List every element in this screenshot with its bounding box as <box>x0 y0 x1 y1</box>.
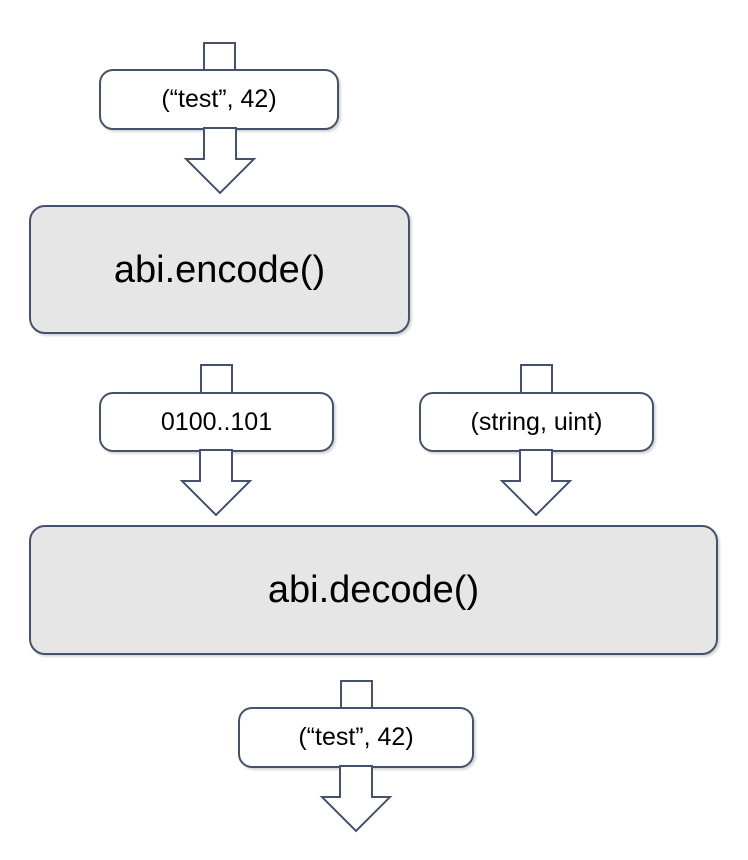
node-type-signature-label: (string, uint) <box>470 407 603 436</box>
connector-into-output-tuple <box>340 680 373 708</box>
connector-into-input-tuple <box>203 42 236 71</box>
node-input-tuple[interactable]: (“test”, 42) <box>99 69 339 130</box>
connector-into-type-signature <box>520 364 553 393</box>
node-input-tuple-label: (“test”, 42) <box>161 85 277 113</box>
node-output-tuple[interactable]: (“test”, 42) <box>238 707 474 768</box>
node-abi-decode[interactable]: abi.decode() <box>29 525 718 655</box>
node-encoded-bytes[interactable]: 0100..101 <box>99 392 334 452</box>
node-encoded-bytes-label: 0100..101 <box>160 407 273 436</box>
node-abi-decode-label: abi.decode() <box>267 569 480 611</box>
connector-input-tuple-to-encode <box>183 127 257 195</box>
node-output-tuple-label: (“test”, 42) <box>298 723 414 751</box>
node-type-signature[interactable]: (string, uint) <box>419 392 654 452</box>
connector-output-tuple-out <box>319 765 393 833</box>
connector-encoded-bytes-to-decode <box>179 449 253 517</box>
node-abi-encode[interactable]: abi.encode() <box>29 205 410 334</box>
node-abi-encode-label: abi.encode() <box>113 248 326 291</box>
connector-type-signature-to-decode <box>499 449 573 517</box>
connector-into-encoded-bytes <box>200 364 233 393</box>
